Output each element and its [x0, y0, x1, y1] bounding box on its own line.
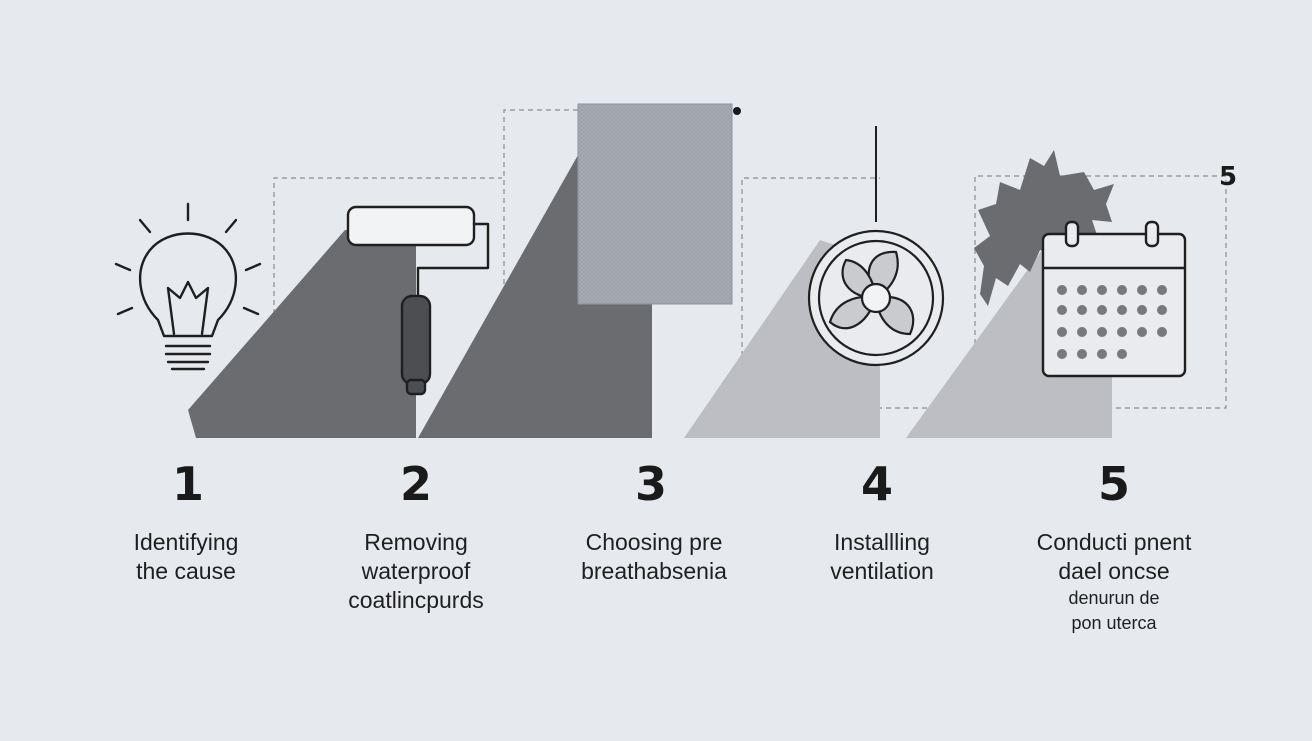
step-2-number: 2 [399, 457, 432, 511]
step-1-label-line: Identifying [133, 529, 239, 555]
fabric-swatch-icon [577, 103, 733, 305]
step-1-label-line: the cause [136, 558, 236, 584]
corner-step-number: 5 [1218, 162, 1238, 192]
step-1-shadow [188, 230, 416, 438]
step-5-number: 5 [1097, 457, 1130, 511]
calendar-dots [1057, 285, 1167, 359]
step-4-label: Installling ventilation [762, 528, 1002, 586]
paint-roller-icon [346, 205, 490, 396]
step-3-label-line: Choosing pre [585, 529, 723, 555]
step-5-label-small-line: pon uterca [1071, 613, 1157, 633]
lightbulb-icon [114, 202, 262, 371]
swatch-pin [733, 107, 741, 115]
calendar-icon [1041, 220, 1187, 378]
step-2-label-line: Removing [364, 529, 468, 555]
step-2-label-line: waterproof [361, 558, 471, 584]
step-3-label: Choosing pre breathabsenia [534, 528, 774, 586]
step-1-label: Identifying the cause [66, 528, 306, 586]
step-4-label-line: Installling [834, 529, 930, 555]
step-5-label-small-line: denurun de [1068, 588, 1160, 608]
step-5-label: Conducti pnent dael oncse denurun de pon… [994, 528, 1234, 636]
step-3-label-line: breathabsenia [581, 558, 727, 584]
step-4-label-line: ventilation [830, 558, 934, 584]
step-1-number: 1 [171, 457, 204, 511]
step-2-label-line: coatlincpurds [348, 587, 484, 613]
mold-stain [974, 150, 1114, 306]
step-5-label-line: dael oncse [1058, 558, 1170, 584]
step-4-number: 4 [860, 457, 893, 511]
step-5-label-line: Conducti pnent [1036, 529, 1192, 555]
fan-icon [807, 229, 945, 367]
step-3-number: 3 [634, 457, 667, 511]
step-2-label: Removing waterproof coatlincpurds [296, 528, 536, 615]
